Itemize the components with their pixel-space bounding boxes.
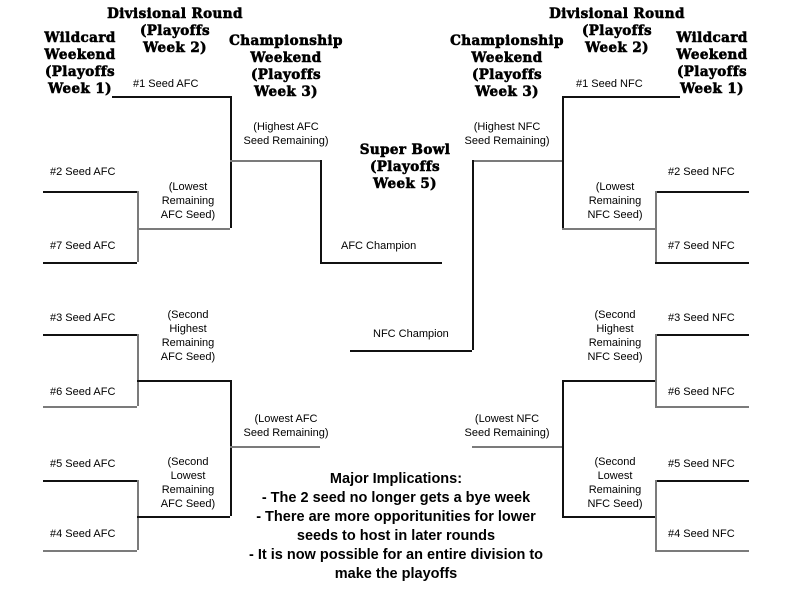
afc-seed2-line — [43, 191, 137, 193]
afc-championship-top-line — [230, 160, 320, 162]
nfc-champion-label: NFC Champion — [373, 328, 449, 340]
afc-seed2-label: #2 Seed AFC — [50, 166, 116, 178]
nfc-wildcard-54-connector — [562, 516, 655, 518]
nfc-champion-line — [350, 350, 472, 352]
nfc-seed5-line — [655, 480, 749, 482]
heading-super-bowl: Super Bowl (Playoffs Week 5) — [359, 142, 451, 193]
afc-seed6-line — [43, 406, 137, 408]
heading-championship-afc: Championship Weekend (Playoffs Week 3) — [229, 33, 343, 101]
afc-seed1-line — [112, 96, 230, 98]
afc-highest-seed-remaining-note: (Highest AFC Seed Remaining) — [243, 121, 329, 147]
afc-championship-bottom-line — [230, 446, 320, 448]
nfc-seed1-label: #1 Seed NFC — [576, 78, 643, 90]
nfc-divisional1-vertical — [562, 96, 564, 228]
nfc-championship-bottom-line — [472, 446, 562, 448]
nfc-seed2-line — [655, 191, 749, 193]
nfc-seed7-label: #7 Seed NFC — [668, 240, 735, 252]
nfc-highest-seed-remaining-note: (Highest NFC Seed Remaining) — [464, 121, 550, 147]
nfc-lowest-seed-remaining-note: (Lowest NFC Seed Remaining) — [464, 413, 550, 439]
nfc-seed4-line — [655, 550, 749, 552]
nfc-wildcard-54-vertical — [655, 480, 657, 550]
nfc-wildcard-36-vertical — [655, 334, 657, 406]
nfc-wildcard-27-connector — [562, 228, 655, 230]
heading-divisional-afc: Divisional Round (Playoffs Week 2) — [107, 6, 243, 57]
implications-line-2: - There are more opporitunities for lowe… — [256, 509, 536, 525]
afc-wildcard-36-vertical — [137, 334, 139, 406]
afc-seed6-label: #6 Seed AFC — [50, 386, 116, 398]
nfc-divisional2-vertical — [562, 380, 564, 516]
nfc-seed1-line — [562, 96, 680, 98]
nfc-seed3-line — [655, 334, 749, 336]
afc-seed5-label: #5 Seed AFC — [50, 458, 116, 470]
nfc-seed5-label: #5 Seed NFC — [668, 458, 735, 470]
afc-seed4-line — [43, 550, 137, 552]
implications-line-5: make the playoffs — [334, 566, 458, 582]
afc-seed7-line — [43, 262, 137, 264]
implications-line-4: - It is now possible for an entire divis… — [248, 547, 544, 563]
afc-divisional2-vertical — [230, 380, 232, 516]
nfc-wildcard-27-vertical — [655, 191, 657, 262]
afc-wildcard-36-connector — [137, 380, 230, 382]
implications-line-3: seeds to host in later rounds — [296, 528, 496, 544]
afc-seed4-label: #4 Seed AFC — [50, 528, 116, 540]
nfc-seed7-line — [655, 262, 749, 264]
afc-wildcard-27-connector — [137, 228, 230, 230]
nfc-second-highest-remaining-note: (Second Highest Remaining NFC Seed) — [587, 309, 643, 363]
nfc-lowest-remaining-note: (Lowest Remaining NFC Seed) — [587, 181, 643, 221]
afc-second-lowest-remaining-note: (Second Lowest Remaining AFC Seed) — [160, 456, 216, 510]
nfc-second-lowest-remaining-note: (Second Lowest Remaining NFC Seed) — [587, 456, 643, 510]
nfc-seed2-label: #2 Seed NFC — [668, 166, 735, 178]
nfc-championship-top-line — [472, 160, 562, 162]
nfc-seed6-line — [655, 406, 749, 408]
nfc-seed6-label: #6 Seed NFC — [668, 386, 735, 398]
heading-wildcard-nfc: Wildcard Weekend (Playoffs Week 1) — [676, 30, 748, 98]
implications-title: Major Implications: — [329, 471, 463, 487]
afc-seed3-label: #3 Seed AFC — [50, 312, 116, 324]
afc-championship-vertical — [320, 160, 322, 262]
major-implications-block: Major Implications: - The 2 seed no long… — [216, 470, 576, 584]
afc-seed7-label: #7 Seed AFC — [50, 240, 116, 252]
afc-champion-line — [320, 262, 442, 264]
afc-wildcard-54-connector — [137, 516, 230, 518]
nfc-seed3-label: #3 Seed NFC — [668, 312, 735, 324]
nfc-wildcard-36-connector — [562, 380, 655, 382]
nfc-championship-vertical — [472, 160, 474, 350]
afc-seed5-line — [43, 480, 137, 482]
afc-wildcard-54-vertical — [137, 480, 139, 550]
afc-seed1-label: #1 Seed AFC — [133, 78, 199, 90]
afc-lowest-remaining-note: (Lowest Remaining AFC Seed) — [160, 181, 216, 221]
heading-divisional-nfc: Divisional Round (Playoffs Week 2) — [549, 6, 685, 57]
afc-wildcard-27-vertical — [137, 191, 139, 262]
afc-divisional1-vertical — [230, 96, 232, 228]
afc-champion-label: AFC Champion — [341, 240, 417, 252]
heading-wildcard-afc: Wildcard Weekend (Playoffs Week 1) — [44, 30, 116, 98]
nfc-seed4-label: #4 Seed NFC — [668, 528, 735, 540]
heading-championship-nfc: Championship Weekend (Playoffs Week 3) — [450, 33, 564, 101]
afc-seed3-line — [43, 334, 137, 336]
implications-line-1: - The 2 seed no longer gets a bye week — [261, 490, 531, 506]
afc-lowest-seed-remaining-note: (Lowest AFC Seed Remaining) — [243, 413, 329, 439]
afc-second-highest-remaining-note: (Second Highest Remaining AFC Seed) — [160, 309, 216, 363]
